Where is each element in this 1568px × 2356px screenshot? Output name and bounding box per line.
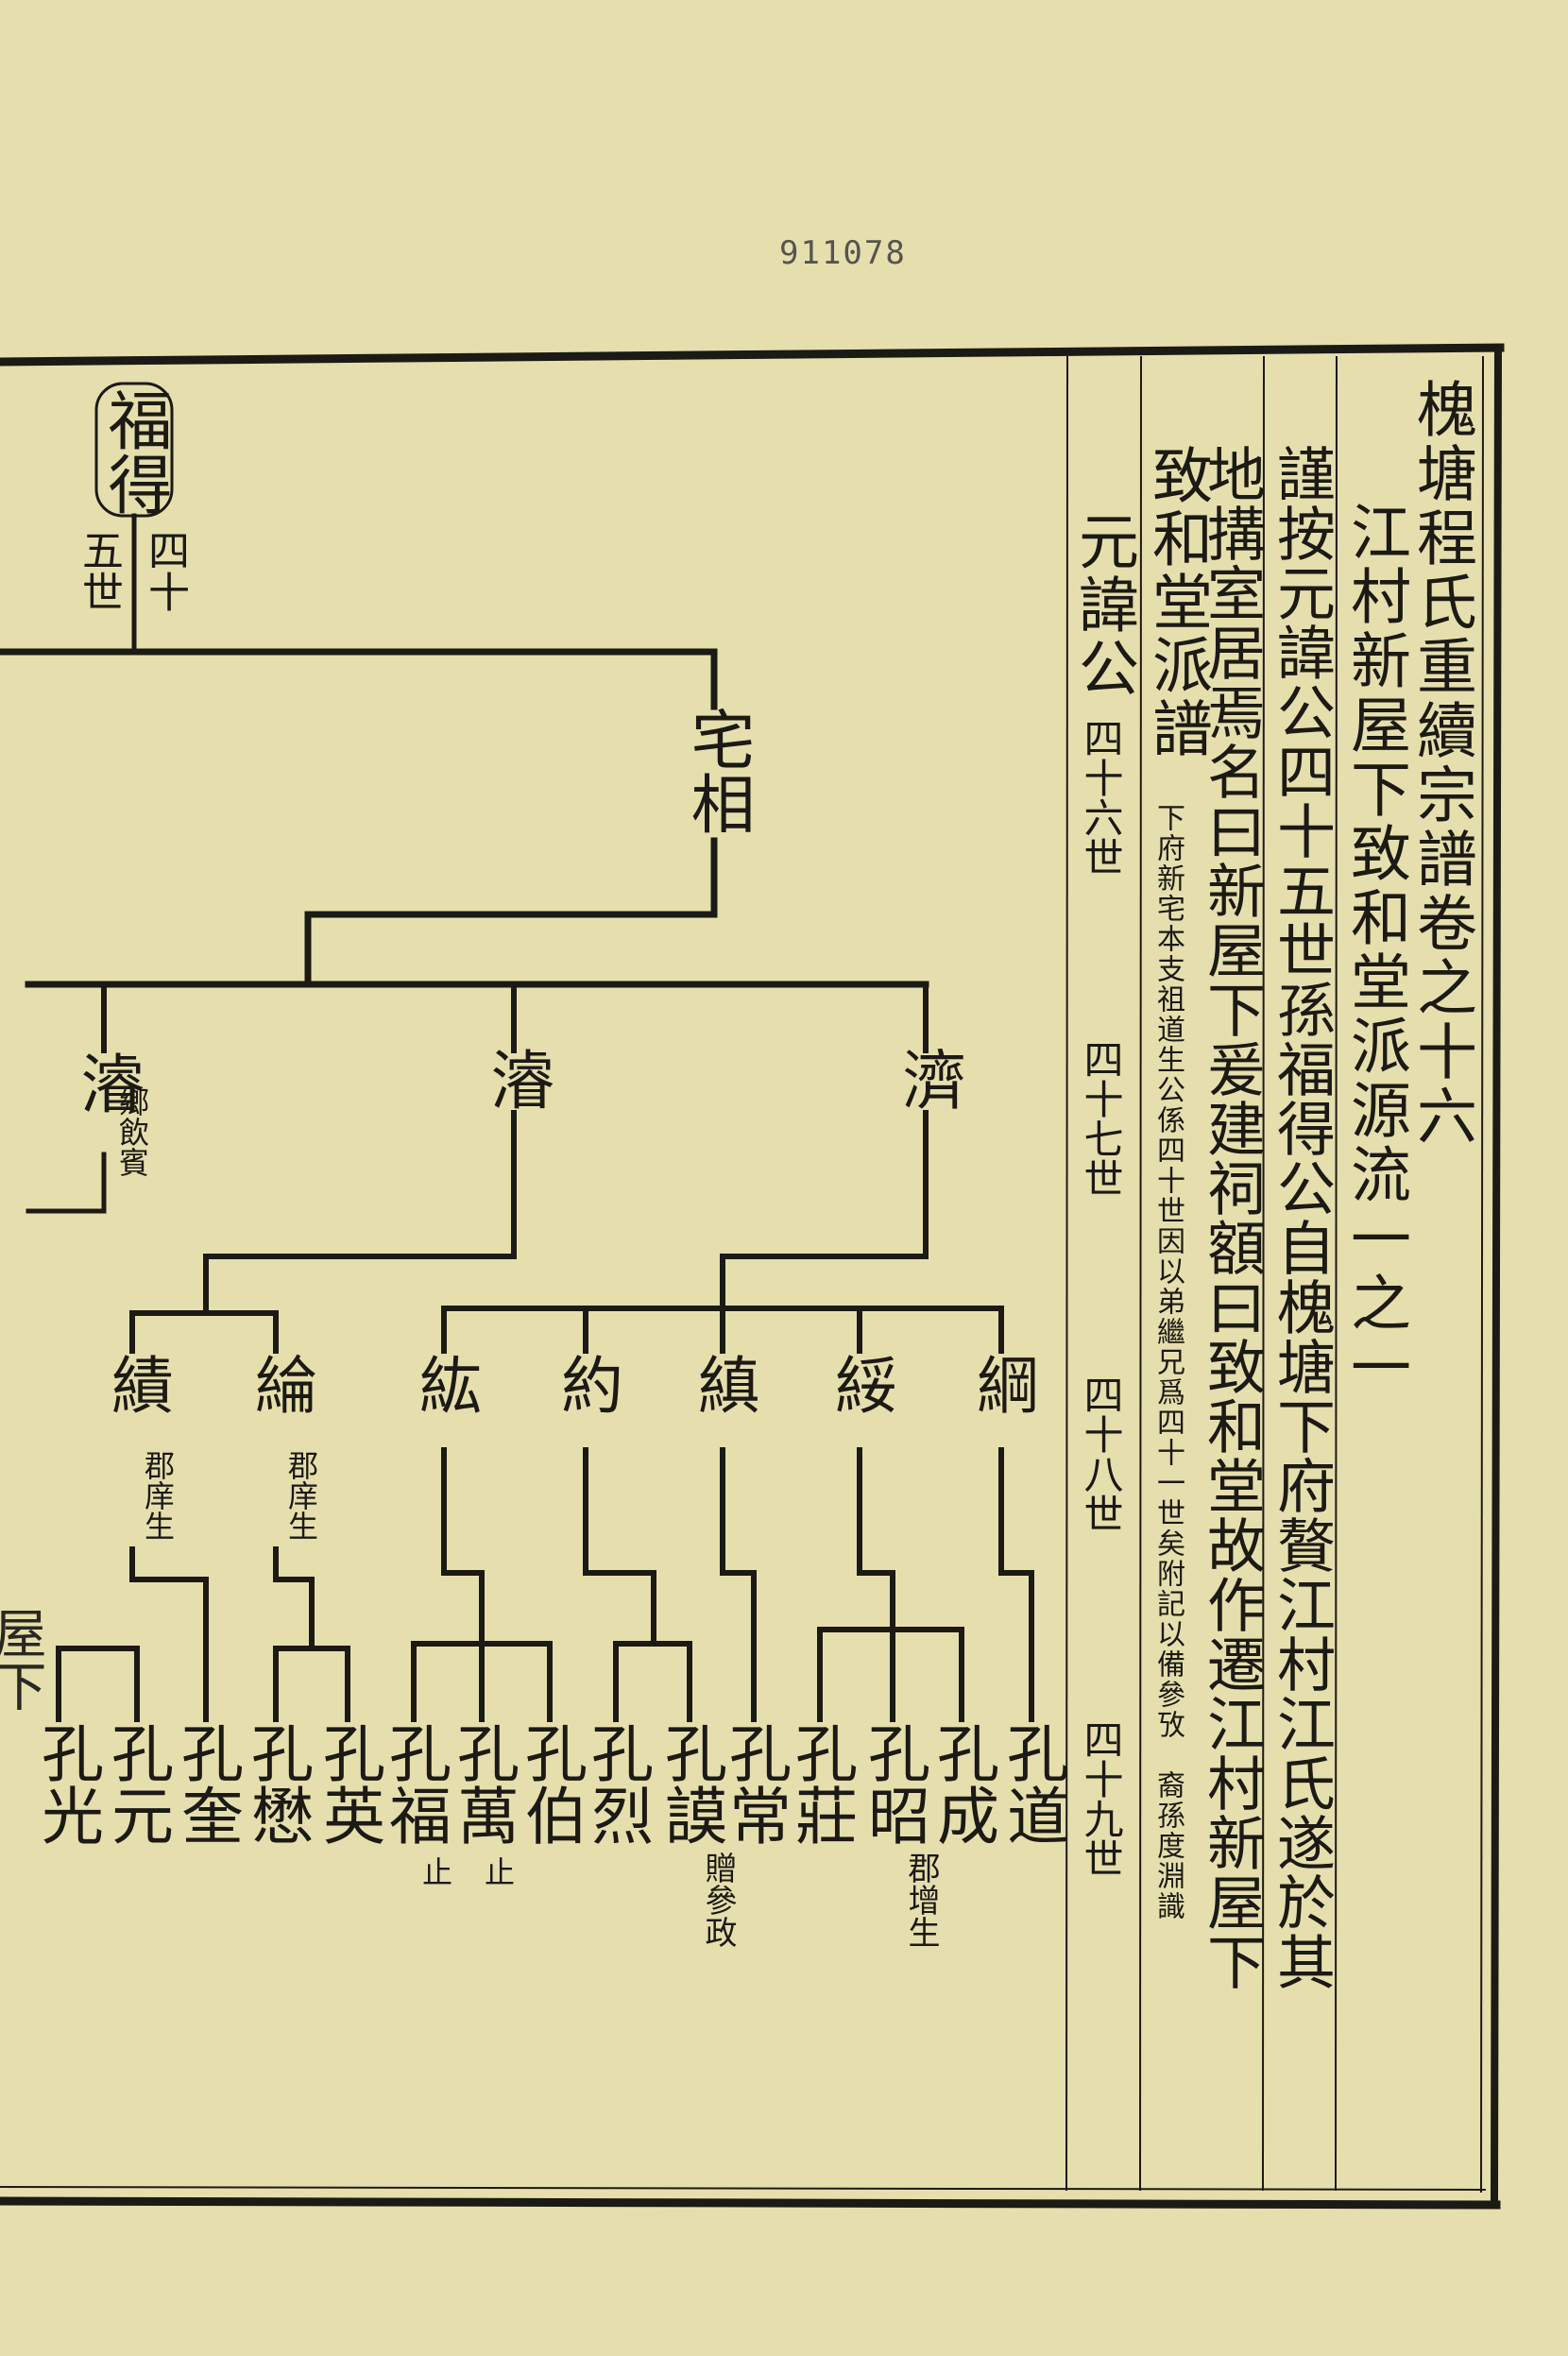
node-kongkui: 孔奎 <box>171 1721 244 1846</box>
node-sui: 綏 <box>825 1353 897 1415</box>
catalog-number: 911078 <box>779 234 907 272</box>
generation-46: 四十六世 <box>1078 718 1124 877</box>
node-kongguang: 孔光 <box>31 1721 104 1846</box>
node-kongfu: 孔福 <box>379 1721 452 1846</box>
note-lun-junxiangsheng: 郡庠生 <box>283 1450 319 1541</box>
node-kongbo: 孔伯 <box>515 1721 588 1846</box>
intro-line-3: 致和堂派譜 <box>1142 444 1212 760</box>
node-kongchang: 孔常 <box>719 1721 792 1846</box>
generation-49: 四十九世 <box>1078 1719 1124 1878</box>
node-yue: 約 <box>551 1353 623 1415</box>
node-ji-ancestor: 績 <box>101 1353 174 1415</box>
node-kongwan: 孔萬 <box>447 1721 520 1846</box>
generation-47: 四十七世 <box>1078 1039 1124 1198</box>
intro-line-2: 地搆室居焉名曰新屋下爰建祠額曰致和堂故作遷江村新屋下 <box>1197 444 1266 1991</box>
note-kongfu: 止 <box>418 1856 453 1887</box>
node-kongdao: 孔道 <box>997 1721 1069 1846</box>
node-jun-left: 濬 <box>69 1050 144 1115</box>
intro-line-4: 元諱公 <box>1068 510 1138 700</box>
node-fude: 福得 <box>96 387 171 516</box>
note-kongmo: 贈參政 <box>699 1852 737 1948</box>
node-zhaixiang: 宅相 <box>679 707 754 835</box>
node-kongcheng: 孔成 <box>927 1721 999 1846</box>
node-kongyuan: 孔元 <box>101 1721 174 1846</box>
intro-annotation: 下府新宅本支祖道生公係四十世因以弟繼兄爲四十一世矣附記以備參攷 裔孫度淵識 <box>1151 803 1185 1921</box>
node-lun: 綸 <box>245 1353 317 1415</box>
generation-45-part-b: 五世 <box>75 529 123 612</box>
note-ji-junxiangsheng: 郡庠生 <box>140 1450 176 1541</box>
node-kongzhuang: 孔莊 <box>785 1721 858 1846</box>
node-jun-mid: 濬 <box>479 1047 554 1111</box>
node-ji: 濟 <box>891 1047 965 1111</box>
node-kongmao: 孔懋 <box>241 1721 314 1846</box>
adjacent-page-fragment: 屋下 <box>0 1606 46 1712</box>
note-xiangyinbin: 鄉飲賓 <box>114 1086 150 1177</box>
section-title: 江村新屋下致和堂派源流一之一 <box>1340 501 1410 1400</box>
node-konglie: 孔烈 <box>581 1721 654 1846</box>
note-kongwan: 止 <box>480 1856 516 1887</box>
node-zhen: 縝 <box>688 1353 760 1415</box>
node-kongzhao: 孔昭 <box>858 1721 930 1846</box>
generation-45-part-a: 四十 <box>141 529 189 612</box>
generation-48: 四十八世 <box>1078 1374 1124 1533</box>
node-kongmo: 孔謨 <box>655 1721 727 1846</box>
volume-title: 槐塘程氏重續宗譜卷之十六 <box>1406 378 1476 1149</box>
note-kongzhao: 郡增生 <box>902 1852 940 1948</box>
node-gang: 綱 <box>966 1353 1039 1415</box>
intro-line-1: 謹按元諱公四十五世孫福得公自槐塘下府贅江村江氏遂於其 <box>1267 444 1336 1991</box>
node-kongying: 孔英 <box>313 1721 385 1846</box>
node-hong: 紘 <box>409 1353 482 1415</box>
